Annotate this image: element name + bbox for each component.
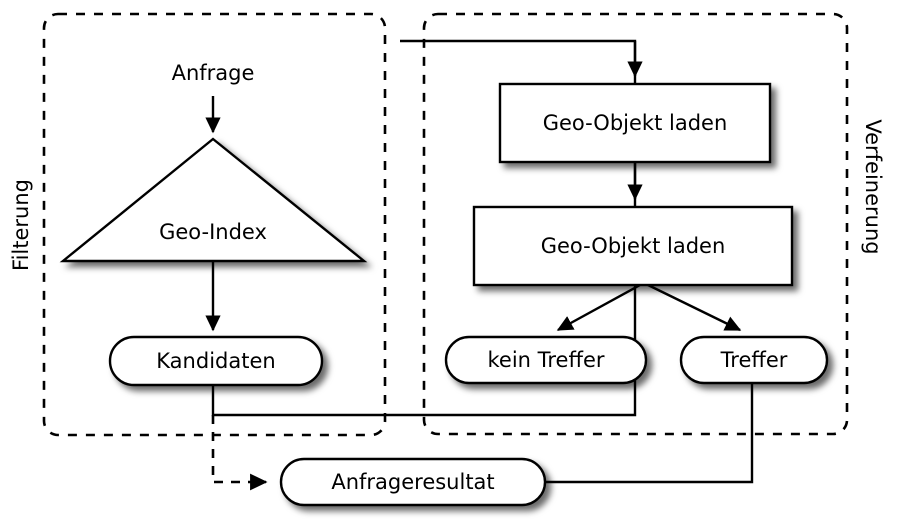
label-anfrage: Anfrage xyxy=(172,61,255,85)
node-geo-index-label: Geo-Index xyxy=(159,220,267,244)
edge-kandidaten-to-verfeinerung-entry xyxy=(211,39,637,417)
edge-geo-objekt-2-to-treffer xyxy=(647,283,742,332)
group-box-verfeinerung xyxy=(422,12,849,436)
geo-objekt-laden-1-shape xyxy=(498,82,772,164)
group-label-filterung: Filterung xyxy=(9,179,33,271)
edge-treffer-to-anfrageresultat xyxy=(545,383,754,484)
node-kein-treffer-label: kein Treffer xyxy=(487,348,604,372)
group-label-verfeinerung-text: Verfeinerung xyxy=(861,119,885,254)
treffer-shape xyxy=(679,335,829,385)
kandidaten-shape xyxy=(108,335,324,387)
group-label-verfeinerung: Verfeinerung xyxy=(861,119,885,254)
node-geo-objekt-laden-1[interactable] xyxy=(498,82,772,164)
node-treffer-label: Treffer xyxy=(720,348,788,372)
node-kein-treffer[interactable] xyxy=(444,335,648,385)
node-geo-objekt-laden-2[interactable] xyxy=(472,205,794,287)
node-geo-objekt-laden-1-label: Geo-Objekt laden xyxy=(543,111,728,135)
edge-kandidaten-to-anfrageresultat-dashed xyxy=(211,415,268,491)
edge-geo-objekt-2-to-kein-treffer xyxy=(556,283,641,332)
geo-objekt-laden-2-shape xyxy=(472,205,794,287)
kein-treffer-shape xyxy=(444,335,648,385)
geo-index-triangle-shape xyxy=(59,137,368,263)
node-kandidaten-label: Kandidaten xyxy=(156,349,275,373)
node-kandidaten[interactable] xyxy=(108,335,324,387)
node-geo-objekt-laden-2-label: Geo-Objekt laden xyxy=(541,234,726,258)
anfrageresultat-shape xyxy=(279,457,547,507)
node-treffer[interactable] xyxy=(679,335,829,385)
group-label-filterung-text: Filterung xyxy=(9,179,33,271)
node-geo-index[interactable] xyxy=(59,137,368,263)
node-anfrageresultat-label: Anfrageresultat xyxy=(331,470,494,494)
node-anfrageresultat[interactable] xyxy=(279,457,547,507)
group-box-filterung xyxy=(42,12,387,437)
